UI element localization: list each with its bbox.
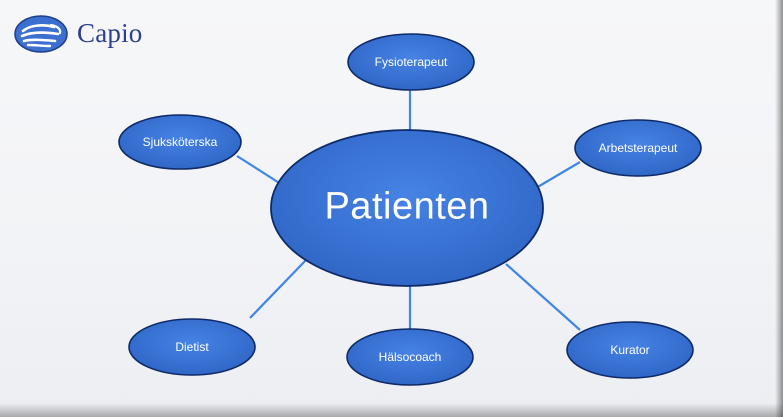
brand-name: Capio (77, 18, 143, 48)
node-fysioterapeut (347, 33, 475, 91)
node-arbetsterapeut (574, 119, 702, 177)
connector-dietist (249, 259, 307, 319)
connector-sjukskoterska (236, 155, 285, 187)
node-dietist (128, 318, 256, 376)
node-kurator (566, 321, 694, 379)
node-center-patienten (270, 129, 544, 287)
connector-arbetsterapeut (535, 161, 581, 189)
hand-logo-icon (14, 15, 68, 53)
screen-edge-shadow (775, 0, 783, 417)
node-halsocoach (346, 328, 474, 386)
screen-bottom-shadow (0, 403, 783, 417)
connectors (236, 90, 581, 336)
node-sjukskoterska (118, 114, 242, 170)
connector-kurator (505, 263, 581, 331)
